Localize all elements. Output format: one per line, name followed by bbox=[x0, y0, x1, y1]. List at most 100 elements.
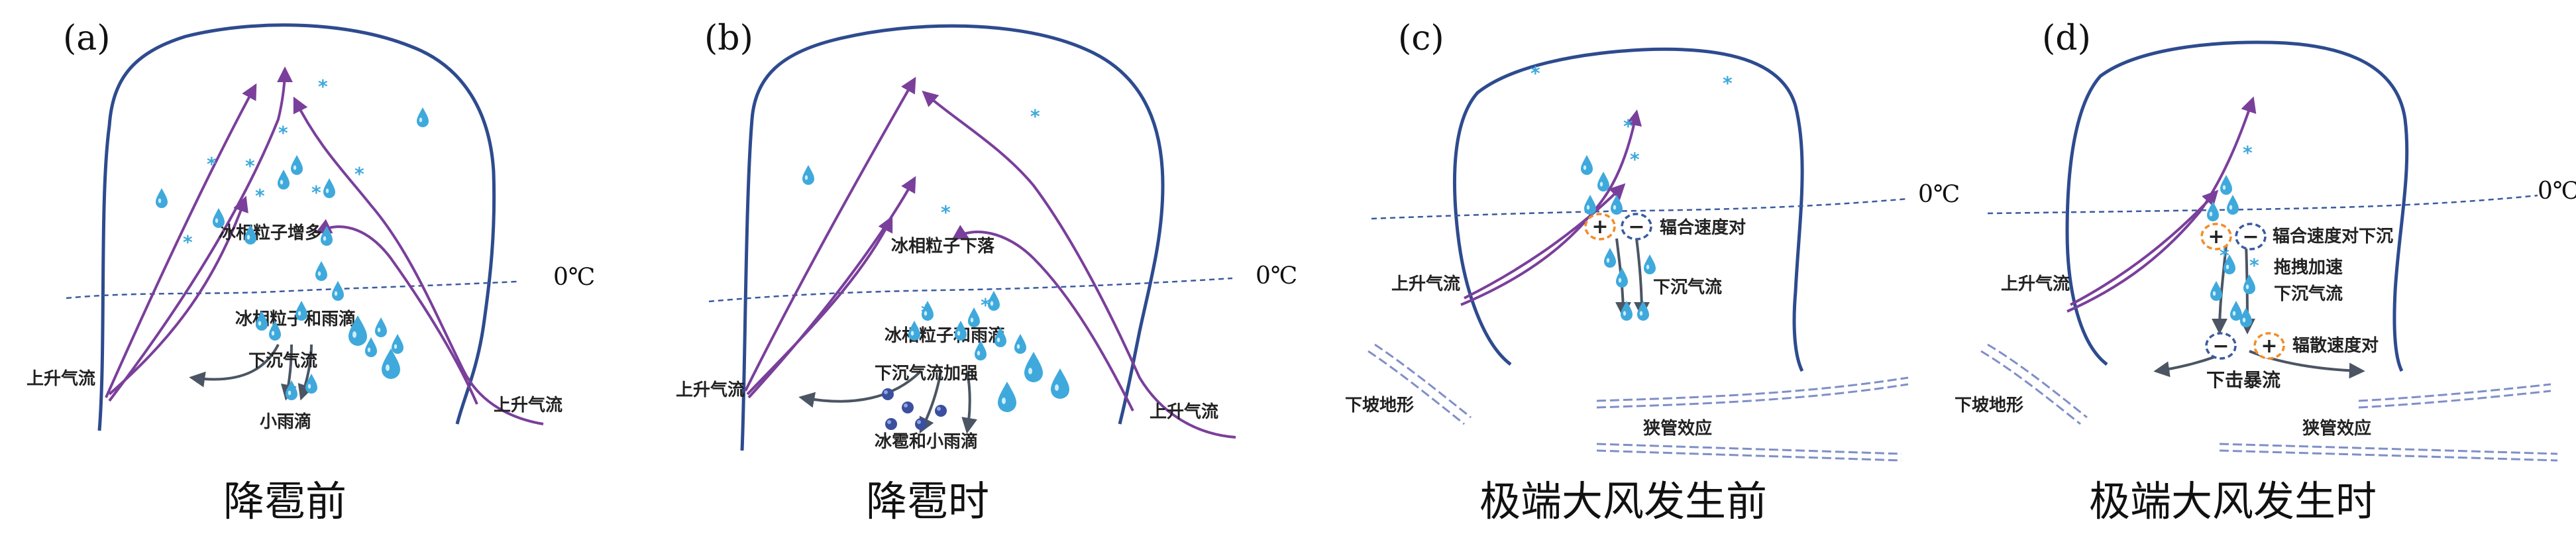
panel-c-letter: (c) bbox=[1398, 19, 1444, 58]
narrow-tube-label: 狭管效应 bbox=[2302, 418, 2371, 439]
freezing-level-line bbox=[708, 277, 1233, 303]
downdraft-arrow bbox=[1633, 238, 1650, 318]
minus-sign: − bbox=[1628, 215, 1644, 239]
raindrop-icon bbox=[2210, 281, 2222, 301]
snowflake-icon: * bbox=[207, 153, 217, 175]
raindrop-icon bbox=[802, 165, 814, 185]
raindrop-icon bbox=[955, 321, 967, 341]
ice-increase-label: 冰相粒子增多 bbox=[219, 223, 322, 243]
panel-a: (a) 0℃ 冰相粒子增多 冰相粒子和雨滴 下沉气流 上升气流 上升气流 小雨滴… bbox=[27, 19, 595, 432]
raindrop-icon bbox=[332, 281, 344, 301]
raindrop-icon bbox=[908, 321, 920, 341]
downdraft-arrow bbox=[961, 370, 977, 434]
raindrop-icon bbox=[2220, 175, 2232, 195]
raindrop-icon bbox=[213, 208, 225, 228]
raindrop-icon bbox=[278, 170, 290, 189]
particle-group: ******** bbox=[156, 76, 429, 400]
negative-velocity-ring bbox=[2205, 332, 2237, 360]
downdraft-arrow bbox=[2212, 244, 2228, 335]
minus-sign: − bbox=[2242, 225, 2259, 248]
snowflake-icon: * bbox=[278, 122, 288, 144]
raindrop-icon bbox=[1597, 172, 1609, 191]
terrain-line bbox=[2219, 449, 2558, 462]
terrain-line bbox=[1596, 449, 1902, 462]
snowflake-icon: * bbox=[981, 294, 991, 316]
panel-a-caption: 降雹前 bbox=[223, 477, 347, 525]
raindrop-icon bbox=[2243, 274, 2255, 294]
raindrop-icon bbox=[2230, 301, 2242, 321]
ice-fall-label: 冰相粒子下落 bbox=[891, 236, 995, 256]
hail-icon bbox=[882, 388, 894, 400]
raindrop-icon bbox=[1604, 248, 1616, 268]
terrain-line bbox=[2358, 390, 2551, 409]
raindrop-icon bbox=[1024, 352, 1043, 382]
convergence-pair-label: 辐合速度对 bbox=[1660, 217, 1746, 238]
particle-group: **** bbox=[802, 105, 1069, 430]
downdraft-label: 下沉气流 bbox=[1653, 277, 1722, 297]
updraft-right-label: 上升气流 bbox=[1150, 402, 1218, 422]
hail-icon bbox=[915, 418, 927, 430]
freezing-level-line bbox=[1987, 194, 2538, 215]
snowflake-icon: * bbox=[311, 182, 321, 203]
updraft-left-label: 上升气流 bbox=[27, 368, 95, 389]
snowflake-icon: * bbox=[354, 163, 364, 185]
raindrop-icon bbox=[2227, 195, 2239, 215]
cloud-outline bbox=[1452, 47, 1804, 372]
particle-group: *** bbox=[2207, 142, 2259, 327]
terrain-line bbox=[1368, 350, 1465, 425]
raindrop-icon bbox=[1637, 301, 1649, 321]
hail-icon bbox=[885, 418, 897, 430]
updraft-label: 上升气流 bbox=[2001, 274, 2070, 294]
plus-sign: + bbox=[2208, 225, 2224, 248]
updraft-arrow bbox=[1464, 183, 1626, 299]
terrain-line bbox=[1374, 343, 1472, 419]
positive-velocity-ring bbox=[2253, 332, 2285, 360]
panel-a-letter: (a) bbox=[63, 19, 111, 58]
drag-downdraft-label: 下沉气流 bbox=[2274, 284, 2343, 304]
snowflake-icon: * bbox=[1623, 115, 1633, 137]
raindrop-icon bbox=[315, 261, 327, 281]
divergence-pair-label: 辐散速度对 bbox=[2292, 335, 2379, 356]
zero-degree-label: 0℃ bbox=[2538, 178, 2576, 205]
snowflake-icon: * bbox=[2243, 142, 2253, 164]
terrain-line bbox=[2358, 383, 2551, 402]
downdraft-label: 下沉气流 bbox=[248, 350, 317, 371]
updraft-arrow bbox=[108, 195, 248, 396]
updraft-arrow bbox=[744, 76, 916, 392]
snowflake-icon: * bbox=[255, 185, 265, 207]
raindrop-icon bbox=[1616, 268, 1628, 288]
raindrop-icon bbox=[968, 307, 980, 327]
cloud-outline bbox=[2065, 40, 2409, 372]
drag-accel-label: 拖拽加速 bbox=[2274, 258, 2343, 278]
raindrop-icon bbox=[1014, 334, 1026, 354]
panel-d: (d) 0℃ + − − + 辐合速度对下沉 拖拽加速 下沉气流 上升气流 辐散… bbox=[1955, 19, 2576, 462]
updraft-arrow bbox=[747, 176, 916, 399]
terrain-line bbox=[1596, 443, 1902, 455]
plus-sign: + bbox=[2261, 335, 2277, 358]
terrain-line bbox=[1987, 343, 2088, 419]
narrow-tube-label: 狭管效应 bbox=[1642, 418, 1712, 439]
updraft-arrow bbox=[746, 215, 893, 396]
terrain-line bbox=[2219, 443, 2558, 455]
snowflake-icon: * bbox=[1723, 72, 1733, 94]
snowflake-icon: * bbox=[1530, 62, 1540, 84]
updraft-arrow bbox=[293, 96, 544, 425]
ice-rain-label: 冰相粒子和雨滴 bbox=[885, 325, 1005, 346]
panel-b-caption: 降雹时 bbox=[865, 477, 989, 525]
raindrop-icon bbox=[998, 382, 1016, 412]
cloud-outline bbox=[740, 24, 1165, 451]
minus-sign: − bbox=[2212, 335, 2229, 358]
downdraft-arrow bbox=[798, 370, 922, 408]
updraft-arrow bbox=[2070, 189, 2219, 306]
downslope-label: 下坡地形 bbox=[1345, 396, 1414, 415]
downburst-label: 下击暴流 bbox=[2206, 369, 2281, 391]
updraft-left-label: 上升气流 bbox=[676, 380, 745, 400]
updraft-label: 上升气流 bbox=[1391, 274, 1460, 294]
downdraft-arrow bbox=[297, 344, 313, 401]
panel-c-caption: 极端大风发生前 bbox=[1479, 477, 1767, 525]
cloud-outline bbox=[97, 23, 496, 431]
terrain-line bbox=[1980, 350, 2081, 425]
downdraft-enhance-label: 下沉气流加强 bbox=[875, 363, 978, 384]
